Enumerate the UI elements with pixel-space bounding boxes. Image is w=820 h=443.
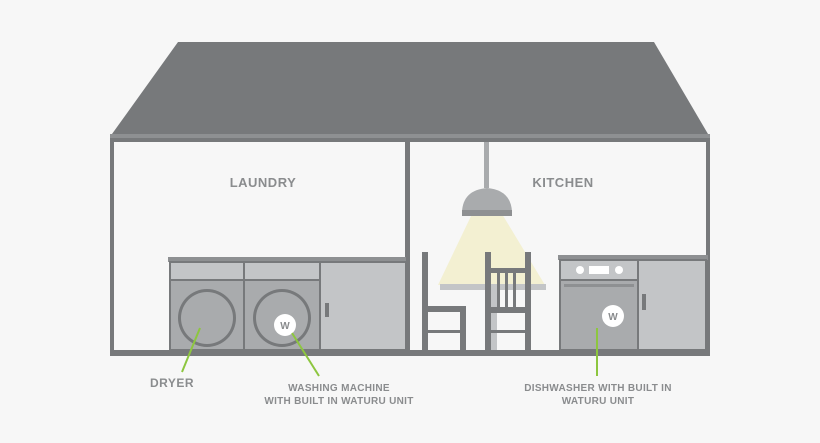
kitchen-cabinet xyxy=(637,259,707,351)
callout-line-dryer xyxy=(181,327,201,373)
callout-label-dryer: DRYER xyxy=(150,376,194,390)
waturu-badge-dishwasher xyxy=(602,305,624,327)
waturu-badge-dishwasher-letter: W xyxy=(608,312,618,323)
callout-label-dishwasher-line-2: WATURU UNIT xyxy=(562,396,635,407)
dishwasher-knob-2 xyxy=(615,266,623,274)
dryer xyxy=(169,261,245,351)
callout-label-washer-line-2: WITH BUILT IN WATURU UNIT xyxy=(264,396,413,407)
callout-label-washer-line-1: WASHING MACHINE xyxy=(288,383,390,394)
callout-label-dishwasher-line-1: DISHWASHER WITH BUILT IN xyxy=(524,383,672,394)
kitchen-appliances: W xyxy=(558,255,708,351)
waturu-badge-washer-letter: W xyxy=(280,321,290,332)
waturu-badge-washer xyxy=(274,314,296,336)
room-label-kitchen: KITCHEN xyxy=(532,175,593,190)
lamp-shade xyxy=(462,188,512,212)
dishwasher: W xyxy=(559,259,639,351)
floor xyxy=(110,350,710,356)
light-beam xyxy=(438,214,545,285)
washing-machine: W xyxy=(243,261,321,351)
callout-line-washer xyxy=(291,332,320,377)
room-label-laundry: LAUNDRY xyxy=(230,175,297,190)
table-top xyxy=(440,284,546,290)
dishwasher-display xyxy=(589,266,609,274)
dishwasher-knob-1 xyxy=(576,266,584,274)
laundry-cabinet xyxy=(319,261,407,351)
roof xyxy=(112,42,708,134)
roof-eave xyxy=(110,134,710,140)
table-leg xyxy=(487,290,497,350)
divider-wall xyxy=(405,140,410,354)
laundry-appliances: W xyxy=(168,257,407,351)
chair-right xyxy=(485,252,531,350)
pendant-lamp xyxy=(438,142,545,285)
chair-left xyxy=(422,252,466,350)
